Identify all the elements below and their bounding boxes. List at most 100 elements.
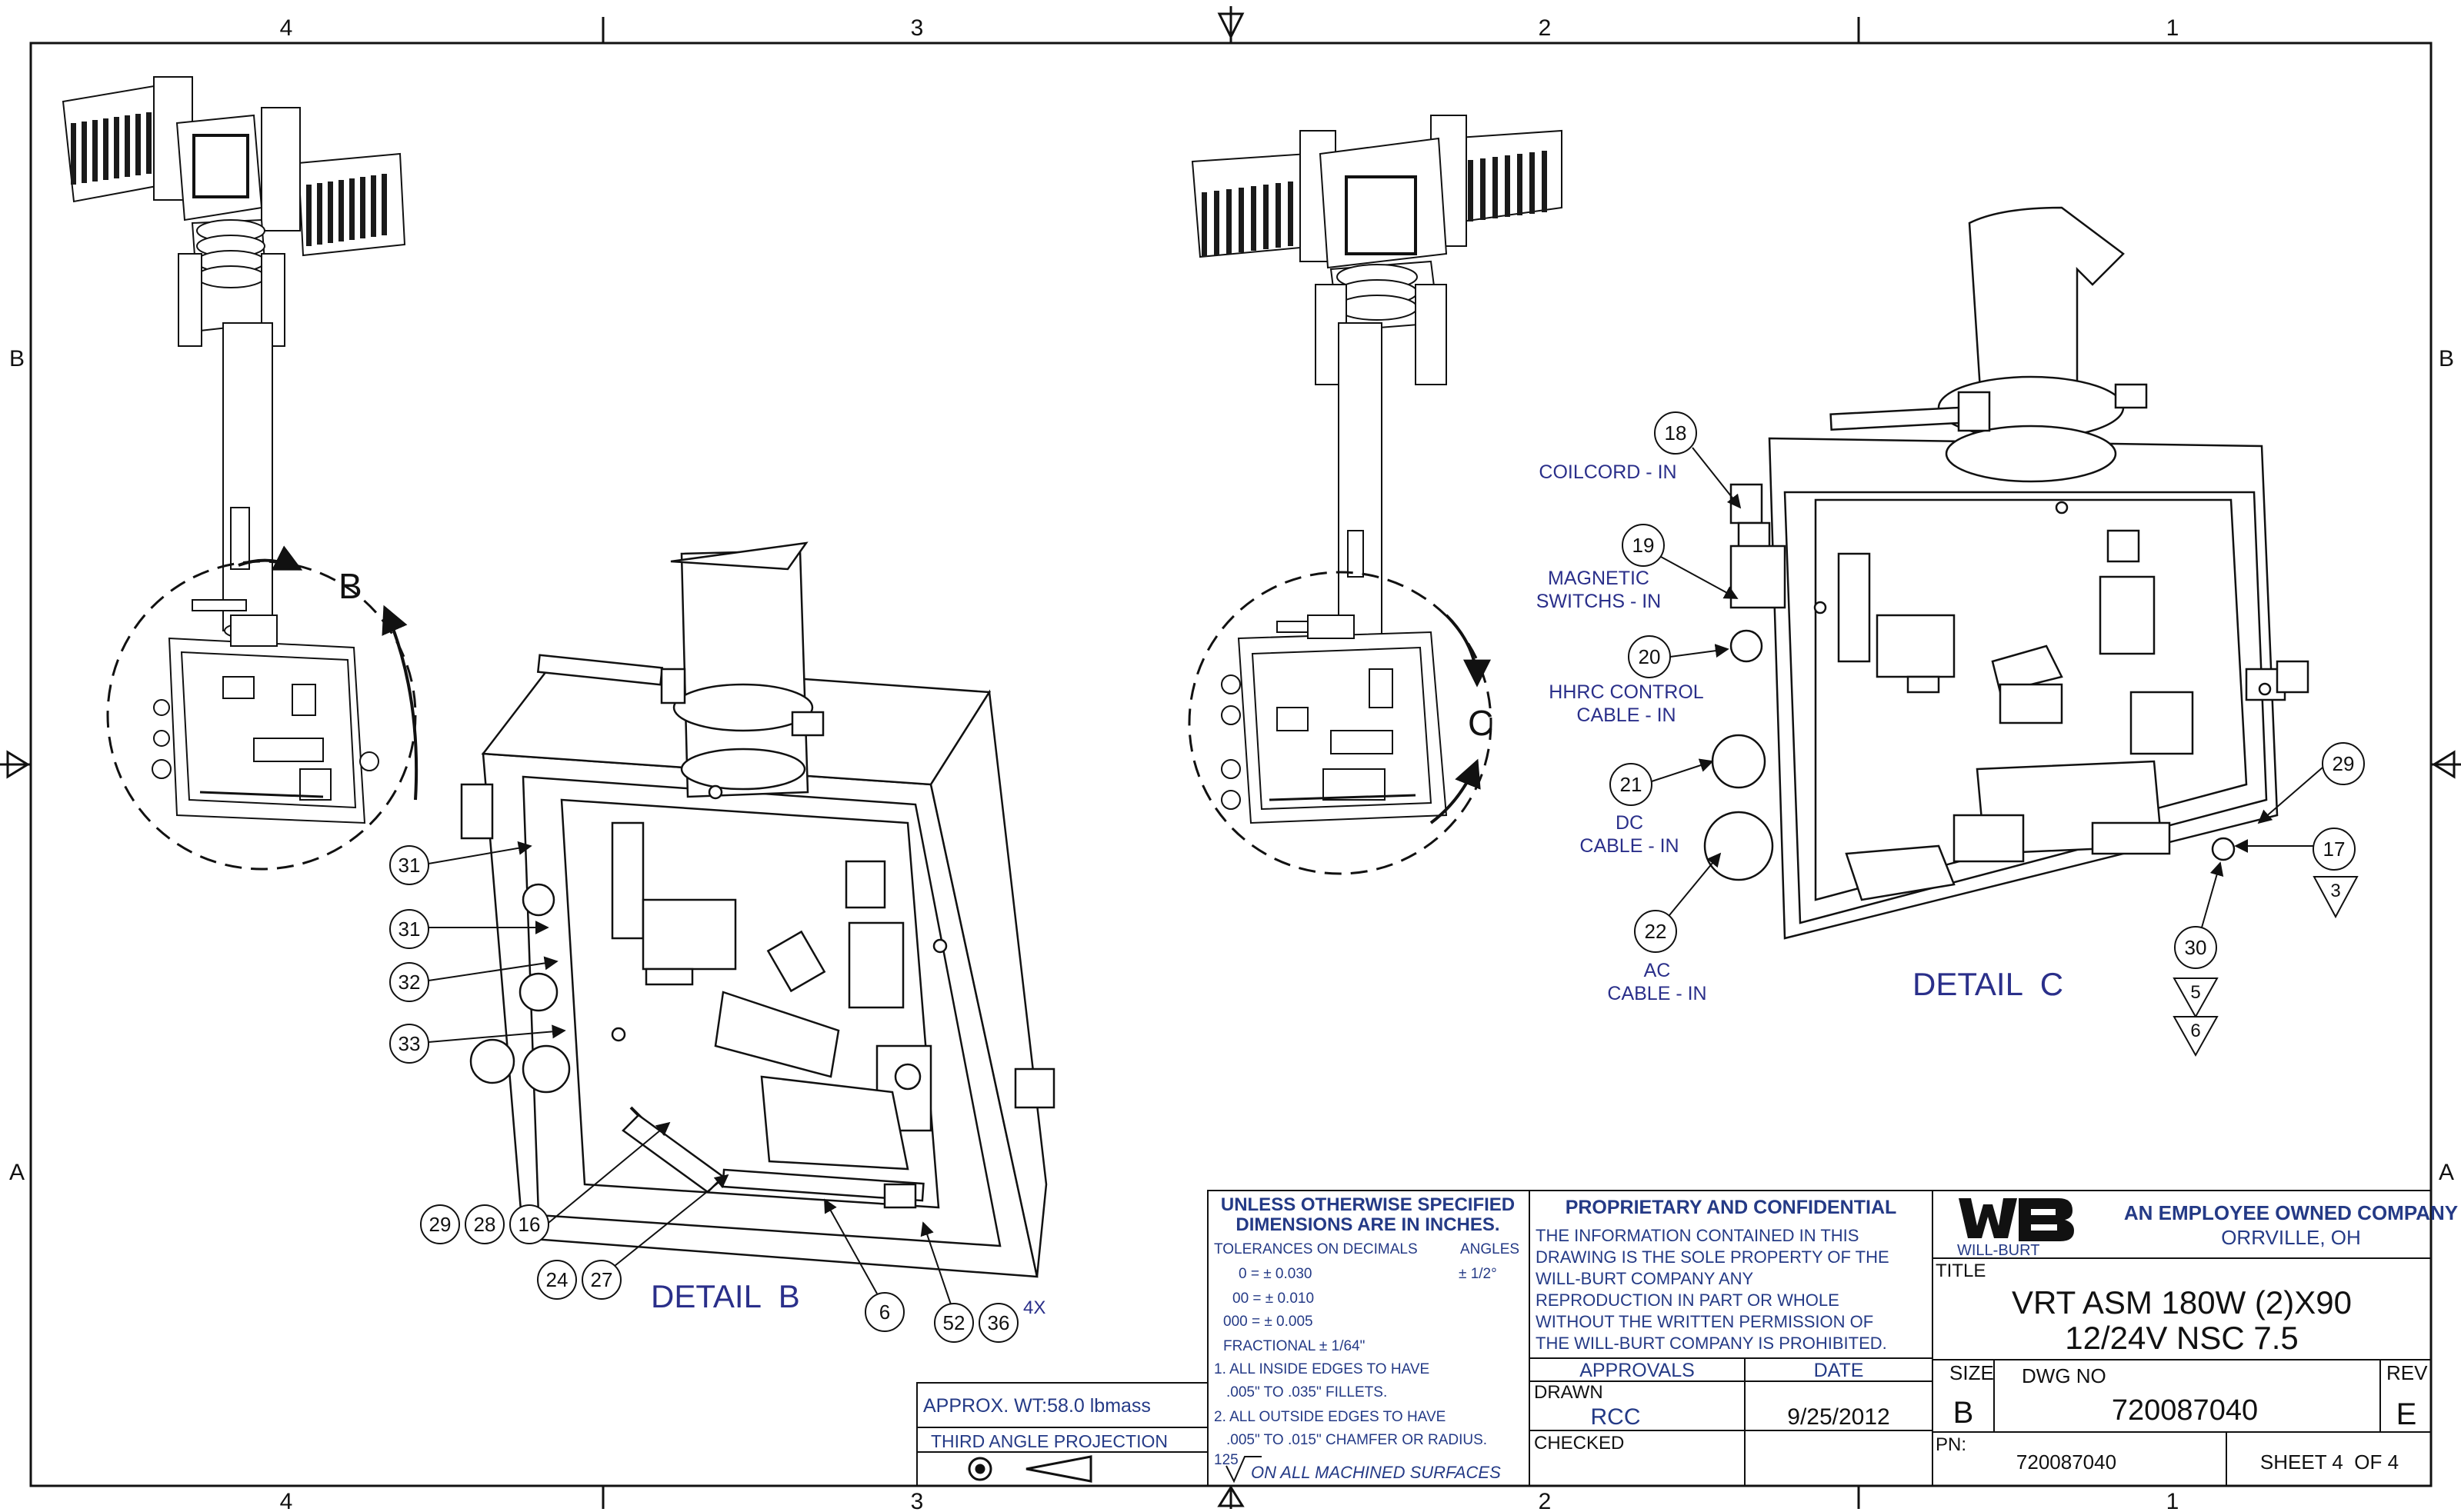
zone-col-top: 4 xyxy=(280,15,293,41)
balloon-label: 20 xyxy=(1639,645,1661,668)
balloon-label: 31 xyxy=(398,854,421,877)
drawn-by: RCC xyxy=(1591,1404,1641,1430)
callout-ac: CABLE - IN xyxy=(1607,983,1706,1004)
callout-magnetic: SWITCHS - IN xyxy=(1536,591,1662,612)
tolerance-1: 0 = ± 0.030 xyxy=(1239,1266,1312,1282)
approx-weight: APPROX. WT:58.0 lbmass xyxy=(923,1395,1151,1417)
balloon-label: 32 xyxy=(398,971,421,994)
zone-row-left: A xyxy=(9,1160,25,1185)
flag-note-5 xyxy=(2173,977,2219,1019)
proprietary-block: PROPRIETARY AND CONFIDENTIAL THE INFORMA… xyxy=(1529,1190,1933,1359)
note-2a: 2. ALL OUTSIDE EDGES TO HAVE xyxy=(1214,1409,1446,1425)
detail-b-label: DETAIL B xyxy=(651,1278,800,1314)
zone-row-left: B xyxy=(9,346,25,371)
zone-col-bottom: 1 xyxy=(2166,1489,2179,1512)
light-head-right xyxy=(297,152,406,257)
balloon-label: 31 xyxy=(398,918,421,941)
balloon-label: 19 xyxy=(1632,534,1655,557)
proprietary-line: REPRODUCTION IN PART OR WHOLE xyxy=(1536,1291,1839,1310)
callout-hhrc: HHRC CONTROL xyxy=(1549,681,1703,703)
title-label: TITLE xyxy=(1936,1261,1986,1281)
flag-note-6 xyxy=(2173,1016,2219,1057)
surface-finish-icon xyxy=(1225,1456,1262,1484)
balloon-label: 28 xyxy=(474,1213,496,1236)
date-header: DATE xyxy=(1814,1360,1864,1381)
callout-hhrc: CABLE - IN xyxy=(1576,704,1676,726)
tolerance-fractional: FRACTIONAL ± 1/64" xyxy=(1223,1338,1365,1354)
third-angle-symbol xyxy=(968,1455,1092,1483)
logo-text: WILL-BURT xyxy=(1957,1242,2039,1259)
proprietary-title: PROPRIETARY AND CONFIDENTIAL xyxy=(1566,1197,1897,1218)
zone-col-top: 3 xyxy=(911,15,924,41)
balloon-label: 52 xyxy=(943,1311,965,1334)
flag-label: 6 xyxy=(2190,1021,2200,1041)
tolerance-angle: ± 1/2° xyxy=(1459,1266,1497,1282)
balloon-label: 33 xyxy=(398,1032,421,1055)
proprietary-line: WILL-BURT COMPANY ANY xyxy=(1536,1269,1754,1288)
pn-value: 720087040 xyxy=(2016,1450,2116,1474)
checked-label: CHECKED xyxy=(1534,1433,1624,1454)
zone-col-bottom: 4 xyxy=(280,1489,293,1512)
balloons-detail-b: 31 31 32 33 29 28 16 24 27 6 52 36 4X DE… xyxy=(389,841,1045,1343)
balloon-qty: 4X xyxy=(1023,1297,1045,1318)
balloon-label: 6 xyxy=(879,1301,890,1324)
drawing-title: VRT ASM 180W (2)X90 xyxy=(2012,1284,2352,1321)
tolerance-title: UNLESS OTHERWISE SPECIFIED xyxy=(1221,1194,1515,1215)
balloon-label: 27 xyxy=(591,1268,613,1291)
note-1b: .005" TO .035" FILLETS. xyxy=(1226,1384,1387,1400)
tolerance-title: DIMENSIONS ARE IN INCHES. xyxy=(1236,1214,1499,1235)
proprietary-line: DRAWING IS THE SOLE PROPERTY OF THE xyxy=(1536,1247,1889,1267)
balloons-detail-c: 18 19 20 21 22 29 17 30 3 5 6 COILCORD -… xyxy=(1536,411,2365,1057)
sheet-number: SHEET 4 OF 4 xyxy=(2260,1450,2399,1474)
note-1a: 1. ALL INSIDE EDGES TO HAVE xyxy=(1214,1361,1429,1377)
balloon-label: 16 xyxy=(519,1213,541,1236)
callout-dc: CABLE - IN xyxy=(1579,835,1679,857)
zone-row-right: B xyxy=(2439,346,2454,371)
tolerance-angles-header: ANGLES xyxy=(1460,1241,1519,1257)
zone-col-bottom: 2 xyxy=(1539,1489,1552,1512)
rev-label: REV xyxy=(2386,1361,2428,1384)
callout-coilcord: COILCORD - IN xyxy=(1539,461,1676,483)
detail-b-view xyxy=(460,541,1055,1278)
detail-circle-b: B xyxy=(106,545,419,871)
detail-b-marker: B xyxy=(338,566,362,606)
balloon-label: 17 xyxy=(2323,838,2346,861)
flag-label: 5 xyxy=(2190,982,2200,1003)
drawn-label: DRAWN xyxy=(1534,1382,1603,1403)
surface-finish-note: ON ALL MACHINED SURFACES xyxy=(1251,1463,1501,1482)
assembly-view-center xyxy=(1191,115,1562,654)
callout-dc: DC xyxy=(1616,812,1643,834)
balloon-label: 29 xyxy=(429,1213,452,1236)
flag-label: 3 xyxy=(2330,881,2340,901)
dwg-no-label: DWG NO xyxy=(2022,1364,2106,1387)
centering-marks xyxy=(3,6,2456,1507)
rev-value: E xyxy=(2396,1397,2417,1431)
proprietary-line: THE WILL-BURT COMPANY IS PROHIBITED. xyxy=(1536,1334,1887,1353)
balloon-label: 18 xyxy=(1665,421,1687,445)
callout-ac: AC xyxy=(1644,960,1671,981)
balloon-label: 30 xyxy=(2185,936,2207,959)
company-tagline: AN EMPLOYEE OWNED COMPANY xyxy=(2124,1201,2458,1224)
proprietary-line: THE INFORMATION CONTAINED IN THIS xyxy=(1536,1226,1859,1245)
zone-row-right: A xyxy=(2439,1160,2454,1185)
balloon-label: 36 xyxy=(988,1311,1010,1334)
balloon-label: 29 xyxy=(2333,752,2355,775)
projection-label: THIRD ANGLE PROJECTION xyxy=(931,1431,1168,1451)
drawn-date: 9/25/2012 xyxy=(1787,1404,1889,1430)
detail-c-view xyxy=(1703,206,2309,940)
approvals-header: APPROVALS xyxy=(1579,1360,1695,1381)
pn-label: PN: xyxy=(1936,1434,1966,1455)
zone-col-top: 1 xyxy=(2166,15,2179,41)
size-value: B xyxy=(1953,1396,1974,1430)
tolerance-block: UNLESS OTHERWISE SPECIFIED DIMENSIONS AR… xyxy=(1207,1190,1530,1487)
title-block: WILL-BURT AN EMPLOYEE OWNED COMPANY ORRV… xyxy=(1932,1190,2458,1487)
balloon-label: 22 xyxy=(1645,920,1667,943)
callout-magnetic: MAGNETIC xyxy=(1548,568,1649,589)
tolerance-3: 000 = ± 0.005 xyxy=(1223,1314,1313,1330)
zone-col-top: 2 xyxy=(1539,15,1552,41)
zone-col-bottom: 3 xyxy=(911,1489,924,1512)
drawing-title: 12/24V NSC 7.5 xyxy=(2065,1320,2299,1356)
zone-labels: 4 3 2 1 4 3 2 1 B A B A xyxy=(9,15,2454,1512)
flag-note-3 xyxy=(2313,876,2359,919)
